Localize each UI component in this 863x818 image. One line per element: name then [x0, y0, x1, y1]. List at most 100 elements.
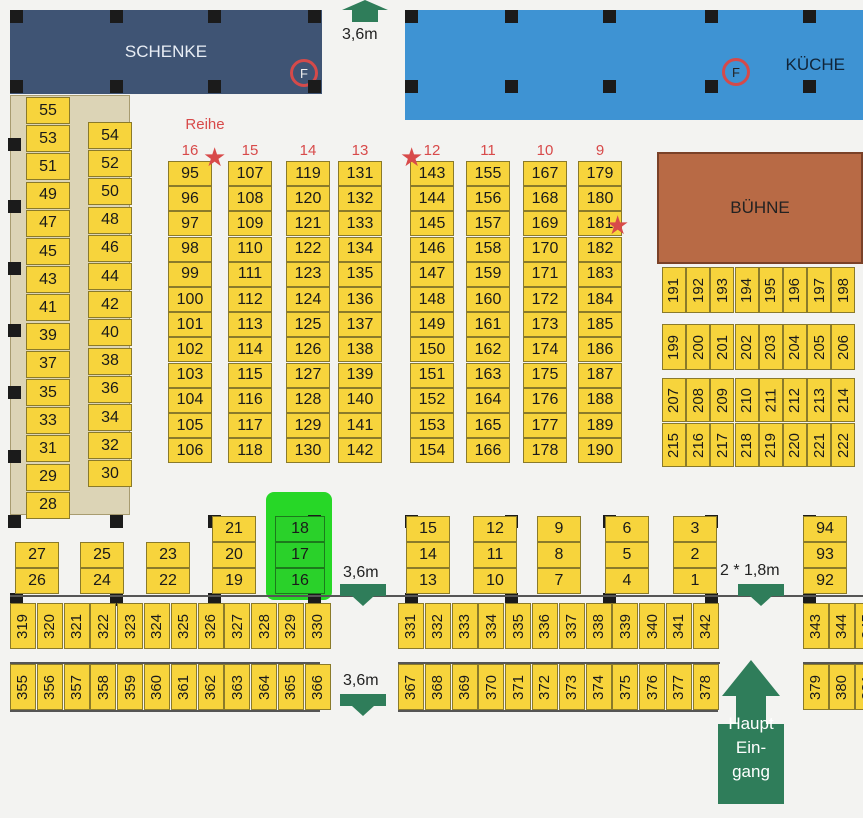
booth-95[interactable]: 95	[168, 161, 212, 186]
booth-121[interactable]: 121	[286, 211, 330, 237]
booth-219[interactable]: 219	[758, 423, 783, 467]
booth-1[interactable]: 1	[673, 568, 717, 594]
booth-48[interactable]: 48	[88, 206, 132, 234]
booth-24[interactable]: 24	[80, 568, 124, 594]
booth-162[interactable]: 162	[466, 337, 510, 363]
booth-358[interactable]: 358	[90, 664, 117, 710]
booth-164[interactable]: 164	[466, 387, 510, 413]
booth-186[interactable]: 186	[578, 337, 622, 363]
booth-131[interactable]: 131	[338, 161, 382, 186]
booth-374[interactable]: 374	[585, 664, 612, 710]
booth-344[interactable]: 344	[829, 603, 855, 649]
booth-192[interactable]: 192	[686, 267, 711, 313]
booth-103[interactable]: 103	[168, 362, 212, 388]
booth-196[interactable]: 196	[783, 267, 807, 313]
booth-154[interactable]: 154	[410, 438, 454, 464]
booth-54[interactable]: 54	[88, 122, 132, 149]
booth-132[interactable]: 132	[338, 186, 382, 212]
booth-130[interactable]: 130	[286, 438, 330, 464]
booth-138[interactable]: 138	[338, 337, 382, 363]
booth-11[interactable]: 11	[473, 542, 517, 568]
booth-324[interactable]: 324	[144, 603, 170, 649]
booth-26[interactable]: 26	[15, 568, 59, 594]
booth-105[interactable]: 105	[168, 413, 212, 438]
booth-168[interactable]: 168	[523, 186, 567, 212]
booth-345[interactable]: 345	[855, 603, 863, 649]
booth-32[interactable]: 32	[88, 432, 132, 460]
booth-3[interactable]: 3	[673, 516, 717, 542]
booth-172[interactable]: 172	[523, 287, 567, 312]
booth-369[interactable]: 369	[451, 664, 478, 710]
booth-177[interactable]: 177	[523, 413, 567, 438]
booth-204[interactable]: 204	[783, 324, 807, 370]
booth-185[interactable]: 185	[578, 312, 622, 338]
booth-99[interactable]: 99	[168, 261, 212, 287]
booth-208[interactable]: 208	[686, 378, 711, 422]
booth-373[interactable]: 373	[558, 664, 585, 710]
booth-216[interactable]: 216	[686, 423, 711, 467]
booth-366[interactable]: 366	[304, 664, 331, 710]
booth-334[interactable]: 334	[478, 603, 505, 649]
booth-179[interactable]: 179	[578, 161, 622, 186]
booth-193[interactable]: 193	[710, 267, 735, 313]
booth-336[interactable]: 336	[532, 603, 558, 649]
booth-133[interactable]: 133	[338, 211, 382, 237]
booth-53[interactable]: 53	[26, 125, 70, 153]
booth-28[interactable]: 28	[26, 491, 70, 519]
booth-118[interactable]: 118	[228, 438, 272, 464]
booth-115[interactable]: 115	[228, 362, 272, 388]
booth-165[interactable]: 165	[466, 413, 510, 438]
booth-136[interactable]: 136	[338, 287, 382, 312]
booth-141[interactable]: 141	[338, 413, 382, 438]
booth-327[interactable]: 327	[224, 603, 251, 649]
booth-325[interactable]: 325	[170, 603, 197, 649]
booth-337[interactable]: 337	[558, 603, 585, 649]
booth-175[interactable]: 175	[523, 362, 567, 388]
booth-7[interactable]: 7	[537, 568, 581, 594]
booth-135[interactable]: 135	[338, 261, 382, 287]
booth-10[interactable]: 10	[473, 568, 517, 594]
booth-119[interactable]: 119	[286, 161, 330, 186]
booth-370[interactable]: 370	[478, 664, 505, 710]
booth-359[interactable]: 359	[117, 664, 144, 710]
booth-49[interactable]: 49	[26, 181, 70, 209]
booth-332[interactable]: 332	[424, 603, 451, 649]
booth-326[interactable]: 326	[197, 603, 224, 649]
booth-188[interactable]: 188	[578, 387, 622, 413]
booth-97[interactable]: 97	[168, 211, 212, 237]
booth-143[interactable]: 143	[410, 161, 454, 186]
booth-45[interactable]: 45	[26, 238, 70, 265]
booth-129[interactable]: 129	[286, 413, 330, 438]
booth-114[interactable]: 114	[228, 337, 272, 363]
booth-169[interactable]: 169	[523, 211, 567, 237]
booth-15[interactable]: 15	[406, 516, 450, 542]
booth-6[interactable]: 6	[605, 516, 649, 542]
booth-209[interactable]: 209	[710, 378, 735, 422]
booth-42[interactable]: 42	[88, 291, 132, 319]
booth-187[interactable]: 187	[578, 362, 622, 388]
booth-47[interactable]: 47	[26, 209, 70, 237]
booth-120[interactable]: 120	[286, 186, 330, 212]
booth-149[interactable]: 149	[410, 312, 454, 338]
booth-211[interactable]: 211	[758, 378, 783, 422]
booth-51[interactable]: 51	[26, 153, 70, 181]
booth-37[interactable]: 37	[26, 350, 70, 378]
booth-158[interactable]: 158	[466, 236, 510, 262]
booth-338[interactable]: 338	[585, 603, 612, 649]
booth-111[interactable]: 111	[228, 261, 272, 287]
booth-335[interactable]: 335	[505, 603, 532, 649]
booth-194[interactable]: 194	[734, 267, 759, 313]
booth-215[interactable]: 215	[662, 423, 686, 467]
booth-380[interactable]: 380	[829, 664, 855, 710]
booth-140[interactable]: 140	[338, 387, 382, 413]
booth-364[interactable]: 364	[251, 664, 278, 710]
booth-176[interactable]: 176	[523, 387, 567, 413]
booth-8[interactable]: 8	[537, 542, 581, 568]
booth-157[interactable]: 157	[466, 211, 510, 237]
booth-174[interactable]: 174	[523, 337, 567, 363]
booth-17[interactable]: 17	[275, 542, 325, 568]
booth-98[interactable]: 98	[168, 236, 212, 262]
booth-153[interactable]: 153	[410, 413, 454, 438]
booth-112[interactable]: 112	[228, 287, 272, 312]
booth-104[interactable]: 104	[168, 387, 212, 413]
